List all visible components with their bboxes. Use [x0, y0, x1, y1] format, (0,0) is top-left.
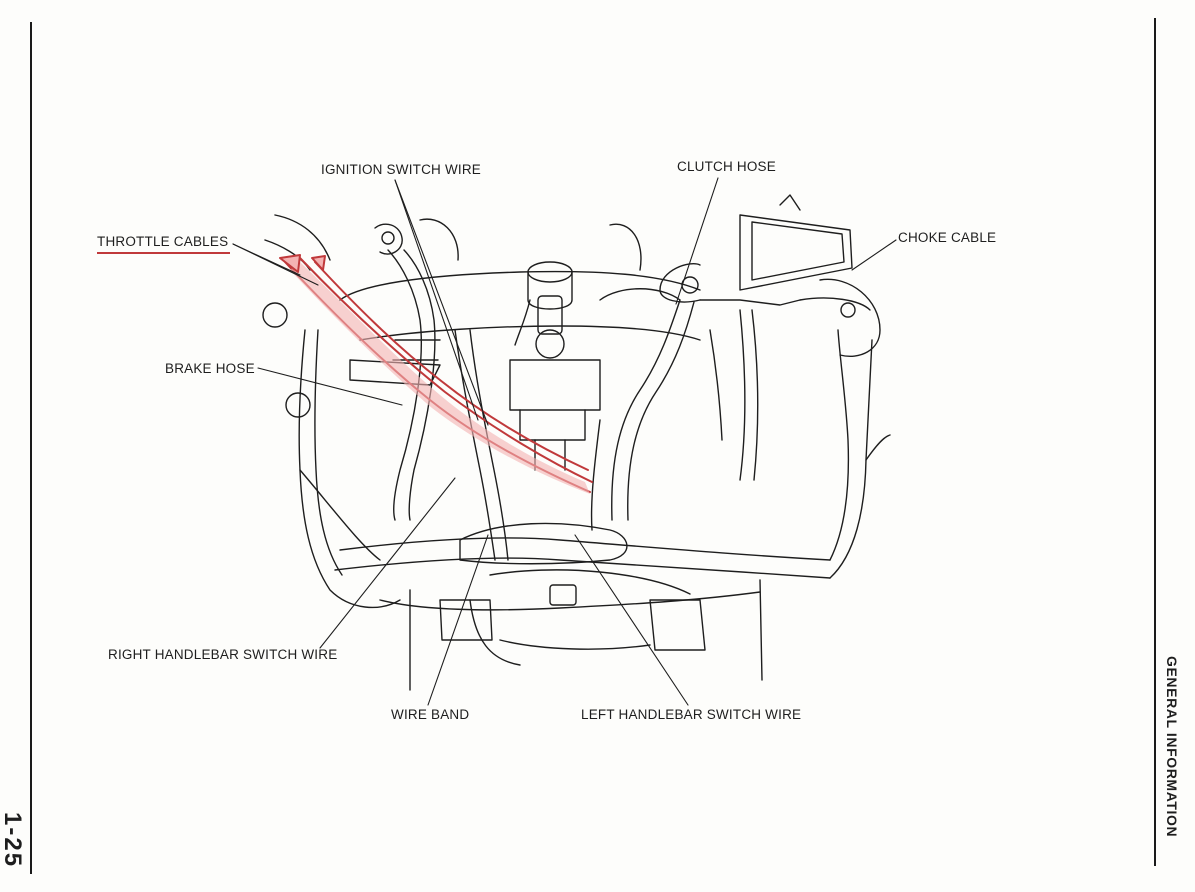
leader-brake: [257, 367, 403, 406]
label-throttle-cables: THROTTLE CABLES: [97, 234, 229, 249]
leader-ignition: [394, 179, 489, 426]
leader-clutch: [675, 177, 719, 305]
section-title: GENERAL INFORMATION: [1164, 656, 1180, 838]
leader-ignition-2: [394, 179, 479, 421]
label-clutch-hose: CLUTCH HOSE: [677, 159, 776, 174]
label-brake-hose: BRAKE HOSE: [165, 361, 255, 376]
leader-lines: [232, 177, 897, 706]
label-choke-cable: CHOKE CABLE: [898, 230, 997, 245]
ignition-switch: [509, 261, 601, 471]
leader-right-switch: [319, 477, 456, 649]
left-switch-housing: [819, 278, 881, 357]
handlebar-frame: [298, 329, 891, 691]
right-grip-area: [262, 214, 403, 418]
label-ignition-switch-wire: IGNITION SWITCH WIRE: [321, 162, 481, 177]
label-wire-band: WIRE BAND: [391, 707, 470, 722]
clutch-master-cylinder: [659, 194, 871, 311]
label-right-handlebar-switch-wire: RIGHT HANDLEBAR SWITCH WIRE: [108, 647, 338, 662]
wire-band-clamp: [439, 522, 706, 666]
leader-choke: [851, 239, 897, 271]
throttle-cables-underline: [97, 252, 230, 254]
top-bridge: [339, 218, 701, 341]
left-margin-rule: [30, 22, 32, 874]
right-margin-rule: [1154, 18, 1156, 866]
clutch-hose-path: [611, 299, 723, 521]
leader-wireband: [427, 534, 489, 706]
leader-left-switch: [574, 534, 689, 706]
page-number: 1-25: [0, 812, 26, 869]
throttle-cables-highlight: [279, 254, 593, 494]
leader-throttle-b: [232, 243, 319, 286]
label-left-handlebar-switch-wire: LEFT HANDLEBAR SWITCH WIRE: [581, 707, 802, 722]
